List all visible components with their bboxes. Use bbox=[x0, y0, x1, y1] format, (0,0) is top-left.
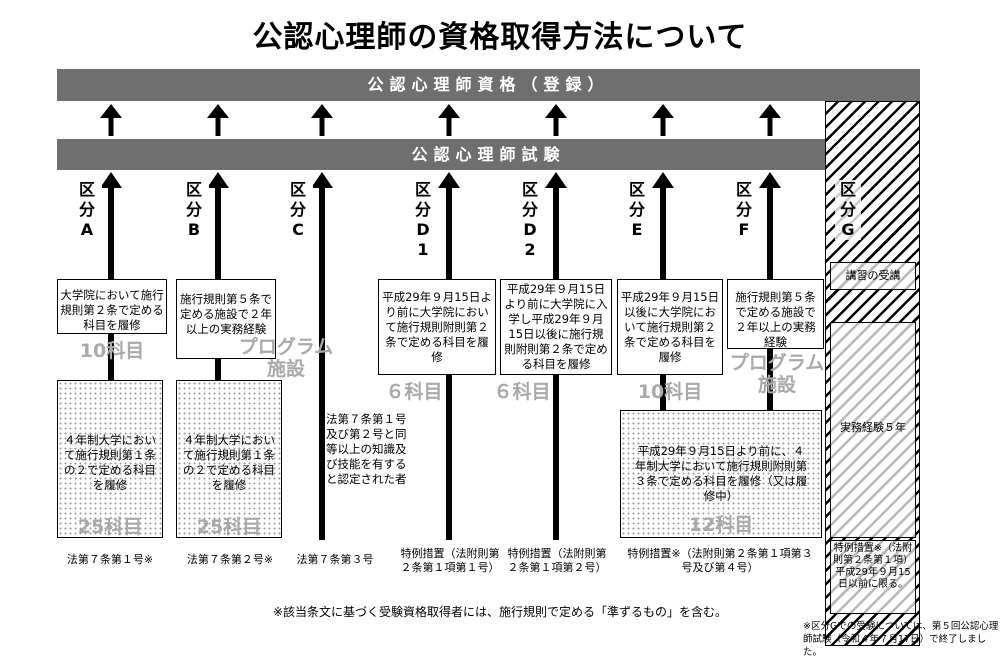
route-d2-count: ６科目 bbox=[493, 381, 551, 403]
arrow-head-icon bbox=[207, 172, 229, 188]
route-g-footer: 特例措置※（法附則第２条第１項）平成29年９月15日以前に限る。 bbox=[830, 540, 916, 614]
page-title: 公認心理師の資格取得方法について bbox=[252, 20, 748, 55]
route-d1-count: ６科目 bbox=[385, 381, 443, 403]
route-g-training-box: 講習の受講 bbox=[830, 262, 916, 290]
arrow-head-icon bbox=[100, 172, 122, 188]
route-f-program-label: プログラム施設 bbox=[729, 352, 825, 396]
arrow-head-icon bbox=[545, 104, 567, 118]
exam-band: 公認心理師試験 bbox=[57, 139, 920, 170]
route-f-box: 施行規則第５条で定める施設で２年以上の実務経験 bbox=[727, 279, 824, 349]
arrow-head-icon bbox=[311, 104, 333, 118]
route-g-experience-box: 実務経験５年 bbox=[830, 322, 916, 538]
route-b-work-box: 施行規則第５条で定める施設で２年以上の実務経験 bbox=[176, 279, 276, 359]
route-a-footer: 法第７条第１号※ bbox=[66, 553, 154, 566]
route-e-box: 平成29年９月15日以後に大学院において施行規則第２条で定める科目を履修 bbox=[617, 279, 723, 375]
route-a-undergrad-count: 25科目 bbox=[77, 516, 143, 538]
route-b-program-label: プログラム施設 bbox=[238, 336, 334, 380]
arrow-head-icon bbox=[438, 172, 460, 188]
arrow-head-icon bbox=[100, 104, 122, 118]
arrow-head-icon bbox=[438, 104, 460, 118]
arrow-head-icon bbox=[545, 172, 567, 188]
arrow-head-icon bbox=[311, 172, 333, 188]
route-d1-footer: 特例措置（法附則第２条第１項第１号） bbox=[400, 547, 500, 574]
route-b-undergrad-count: 25科目 bbox=[196, 516, 262, 538]
route-b-undergrad-box: ４年制大学において施行規則第１条の２で定める科目を履修 bbox=[176, 380, 282, 538]
arrow-head-icon bbox=[759, 172, 781, 188]
footnote-route-g: ※区分Gでの受験については、第５回公認心理師試験（令和４年７月17日）で終了しま… bbox=[803, 621, 999, 658]
route-d2-footer: 特例措置（法附則第２条第１項第２号） bbox=[507, 547, 607, 574]
footnote-main: ※該当条文に基づく受験資格取得者には、施行規則で定める「準ずるもの」を含む。 bbox=[272, 605, 728, 619]
arrow-head-icon bbox=[652, 104, 674, 118]
license-registration-band: 公認心理師資格（登録） bbox=[57, 69, 920, 101]
route-c-footer: 法第７条第３号 bbox=[296, 553, 374, 566]
route-b-footer: 法第７条第２号※ bbox=[186, 553, 274, 566]
route-c-text: 法第７条第１号及び第２号と同等以上の知識及び技能を有すると認定された者 bbox=[326, 412, 410, 487]
route-e-count: 10科目 bbox=[637, 381, 703, 403]
route-d2-box: 平成29年９月15日より前に大学院に入学し平成29年９月15日以後に施行規則附則… bbox=[500, 279, 612, 375]
route-ef-count: 12科目 bbox=[688, 514, 754, 536]
route-d1-box: 平成29年９月15日より前に大学院において施行規則附則第２条で定める科目を履修 bbox=[378, 279, 496, 375]
arrow-head-icon bbox=[207, 104, 229, 118]
arrow-head-icon bbox=[652, 172, 674, 188]
route-a-grad-count: 10科目 bbox=[79, 340, 145, 362]
arrow-head-icon bbox=[759, 104, 781, 118]
route-ef-undergrad-box: 平成29年９月15日より前に、４年制大学において施行規則附則第３条で定める科目を… bbox=[620, 410, 822, 538]
route-ef-footer: 特例措置※（法附則第２条第１項第３号及び第４号） bbox=[627, 547, 813, 574]
route-a-grad-box: 大学院において施行規則第２条で定める科目を履修 bbox=[57, 279, 167, 334]
route-a-undergrad-box: ４年制大学において施行規則第１条の２で定める科目を履修 bbox=[57, 380, 163, 538]
